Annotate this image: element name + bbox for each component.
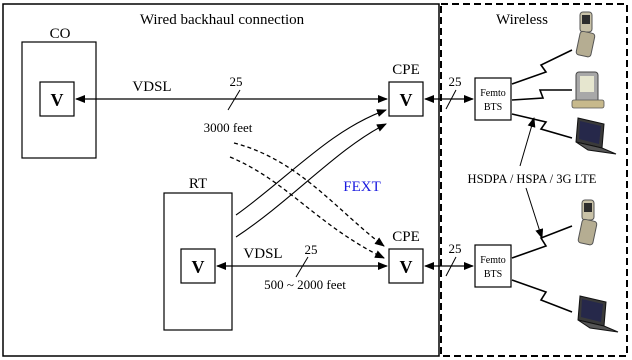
cpe-bottom-vdsl-modem: [388, 248, 424, 284]
wireless-standards-label: HSDPA / HSPA / 3G LTE: [468, 172, 597, 186]
rt-vdsl-modem: [180, 248, 216, 284]
cpe-bottom-femto-pairs: 25: [449, 241, 462, 256]
cpe-top-vdsl-modem: [388, 81, 424, 117]
wired-region-frame: [2, 3, 440, 357]
lightning-link-top-1: [511, 49, 573, 85]
wireless-section-title: Wireless: [496, 12, 548, 28]
cpe-top-femto-bundle-slash: [445, 89, 457, 110]
co-label: CO: [50, 26, 71, 42]
femto-bts-bottom: [474, 244, 512, 288]
lightning-link-bottom-1: [511, 225, 573, 259]
cpe-bottom-vdsl-modem-label: V: [400, 257, 413, 277]
vdsl-top-pairs: 25: [230, 74, 243, 89]
mobile-flip-phone-icon: [577, 199, 598, 246]
fext-signal-curve-2: [235, 123, 387, 238]
mobile-flip-phone-icon: [575, 11, 596, 58]
femto-bts-bottom-line2: BTS: [484, 269, 502, 280]
rt-label: RT: [189, 176, 207, 192]
co-vdsl-modem-label: V: [51, 90, 64, 110]
wired-section-title: Wired backhaul connection: [140, 12, 305, 28]
femto-bts-top-line1: Femto: [480, 88, 506, 99]
femto-bts-top: [474, 77, 512, 121]
vdsl-top-label: VDSL: [132, 79, 171, 95]
lightning-link-top-2: [511, 89, 572, 101]
hsdpa-pointer-up: [519, 117, 536, 167]
vdsl-top-distance: 3000 feet: [204, 120, 253, 135]
fext-signal-curve-1: [235, 109, 387, 216]
hsdpa-pointer-down: [525, 187, 544, 239]
femto-bts-bottom-line1: Femto: [480, 255, 506, 266]
vdsl-top-bundle-slash: [227, 89, 241, 111]
vdsl-bottom-bundle-slash: [295, 256, 309, 278]
co-vdsl-modem: [39, 81, 75, 117]
cpe-top-vdsl-modem-label: V: [400, 90, 413, 110]
lightning-link-bottom-2: [511, 279, 573, 313]
rt-vdsl-modem-label: V: [192, 257, 205, 277]
wireless-region-frame: [440, 3, 628, 357]
fext-label: FEXT: [343, 179, 381, 195]
vdsl-bottom-distance: 500 ~ 2000 feet: [264, 277, 346, 292]
rt-box: [163, 192, 233, 331]
lightning-link-top-3: [511, 113, 573, 139]
pda-phone-icon: [571, 71, 605, 109]
laptop-icon: [575, 117, 617, 155]
femto-bts-top-line2: BTS: [484, 102, 502, 113]
fext-crosstalk-curve-2: [229, 156, 385, 259]
vdsl-bottom-pairs: 25: [305, 242, 318, 257]
vdsl-bottom-label: VDSL: [243, 246, 282, 262]
laptop-icon: [577, 295, 619, 333]
cpe-bottom-label: CPE: [392, 229, 420, 245]
cpe-bottom-femto-bundle-slash: [445, 256, 457, 277]
cpe-top-femto-pairs: 25: [449, 74, 462, 89]
fext-crosstalk-curve-1: [233, 142, 385, 247]
cpe-top-label: CPE: [392, 62, 420, 78]
